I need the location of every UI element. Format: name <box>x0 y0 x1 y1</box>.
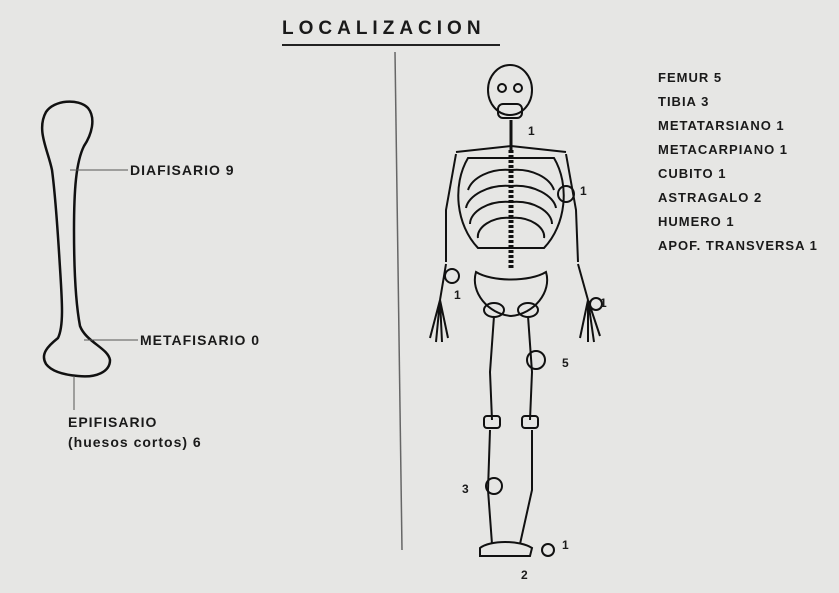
lesion-marker-hand-left <box>445 269 459 283</box>
legend-list: FEMUR 5 TIBIA 3 METATARSIANO 1 METACARPI… <box>658 66 818 258</box>
mark-right-hand: 1 <box>600 296 607 310</box>
right-humerus <box>566 154 578 262</box>
left-femur <box>490 316 494 420</box>
mark-right-arm: 1 <box>580 184 587 198</box>
right-tibia <box>520 430 532 544</box>
lesion-marker-foot <box>542 544 554 556</box>
legend-item-cubito: CUBITO 1 <box>658 162 818 186</box>
mark-left-hand: 1 <box>454 288 461 302</box>
lesion-marker-arm <box>558 186 574 202</box>
left-humerus <box>446 154 456 262</box>
mark-neck: 1 <box>528 124 535 138</box>
legend-item-femur: FEMUR 5 <box>658 66 818 90</box>
left-hand <box>430 300 448 342</box>
right-forearm <box>578 264 588 300</box>
eye-socket-right <box>514 84 522 92</box>
lesion-marker-femur <box>527 351 545 369</box>
eye-socket-left <box>498 84 506 92</box>
left-tibia <box>488 430 492 544</box>
mark-tibia: 3 <box>462 482 469 496</box>
mark-foot: 1 <box>562 538 569 552</box>
feet <box>480 542 532 556</box>
mark-bottom: 2 <box>521 568 528 582</box>
skull <box>488 65 532 115</box>
legend-item-humero: HUMERO 1 <box>658 210 818 234</box>
pelvis <box>475 272 547 316</box>
legend-item-metacarpiano: METACARPIANO 1 <box>658 138 818 162</box>
legend-item-metatarsiano: METATARSIANO 1 <box>658 114 818 138</box>
left-forearm <box>440 264 446 300</box>
mark-femur: 5 <box>562 356 569 370</box>
legend-item-apofisis: APOF. TRANSVERSA 1 <box>658 234 818 258</box>
legend-item-tibia: TIBIA 3 <box>658 90 818 114</box>
legend-item-astragalo: ASTRAGALO 2 <box>658 186 818 210</box>
